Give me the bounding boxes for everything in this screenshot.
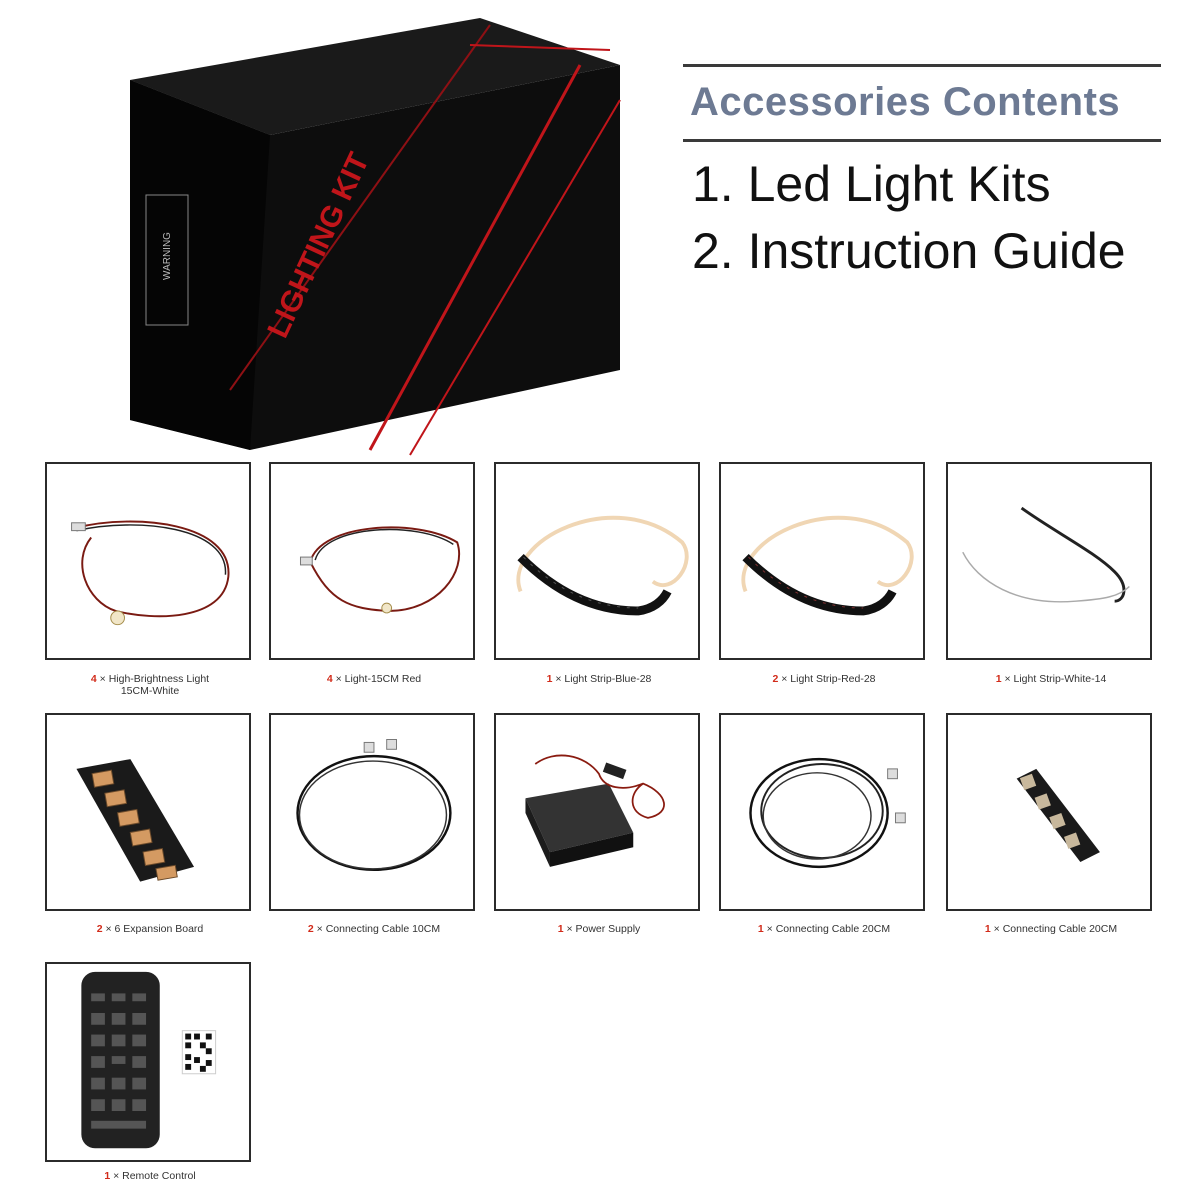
product-label-line2: 15CM-White [120,685,180,697]
cable-loop-icon [749,757,906,869]
product-caption: 1 × Power Supply [484,923,714,935]
product-tile-light-strip-blue [494,462,700,660]
remote-control-icon [81,971,217,1149]
product-caption: 1 × Connecting Cable 20CM [936,923,1166,935]
product-qty: 2 [772,673,779,685]
product-caption: 2 × Connecting Cable 10CM [259,923,489,935]
product-caption: 2 × 6 Expansion Board [35,923,265,935]
thin-strip-icon [962,506,1130,603]
product-tile-connecting-cable-10cm [269,713,475,911]
product-tile-light-red [269,462,475,660]
product-qty: 1 [557,923,564,935]
product-label: × Connecting Cable 20CM [993,923,1118,935]
product-label: × Light Strip-Red-28 [781,673,876,685]
product-label: × Light Strip-White-14 [1004,673,1107,685]
product-label: × 6 Expansion Board [105,923,204,935]
box-warning-text: WARNING [162,232,173,280]
product-qty: 1 [984,923,991,935]
product-caption: 1 × Light Strip-White-14 [936,673,1166,685]
product-label: × Light Strip-Blue-28 [555,673,652,685]
product-qty: 1 [104,1170,111,1182]
product-caption: 1 × Light Strip-Blue-28 [484,673,714,685]
page-title: Accessories Contents [690,80,1121,124]
product-tile-light-strip-red [719,462,925,660]
cable-loop-icon [296,739,452,872]
battery-box-icon [525,754,665,867]
product-qty: 1 [995,673,1002,685]
expansion-board-icon [76,759,195,882]
product-box-illustration: WARNING LIGHTING KIT [130,18,621,456]
light-strip-icon [741,515,914,616]
product-tile-expansion-board [45,713,251,911]
product-qty: 1 [546,673,553,685]
product-caption: 1 × Connecting Cable 20CM [709,923,939,935]
header-top-divider [683,64,1161,67]
product-caption: 4 × High-Brightness Light 15CM-White [35,673,265,697]
product-qty: 2 [307,923,314,935]
product-label: × Power Supply [566,923,641,935]
product-label: × Connecting Cable 10CM [316,923,441,935]
product-qty: 2 [96,923,103,935]
product-tile-power-supply [494,713,700,911]
product-label: × Connecting Cable 20CM [766,923,891,935]
product-label: × Remote Control [113,1170,196,1182]
product-tile-light-strip-white [946,462,1152,660]
product-qty: 1 [757,923,764,935]
product-label: × High-Brightness Light [99,673,210,685]
light-strip-icon [516,515,689,616]
product-tile-remote-control [45,962,251,1162]
product-tile-connecting-cable-20cm [719,713,925,911]
product-label: × Light-15CM Red [335,673,422,685]
product-tile-high-brightness-light [45,462,251,660]
header-bottom-divider [683,139,1161,142]
product-caption: 1 × Remote Control [35,1170,265,1182]
product-qty: 4 [326,673,333,685]
contents-item-1: 1. Led Light Kits [692,156,1051,212]
small-board-icon [1016,768,1100,862]
product-caption: 2 × Light Strip-Red-28 [709,673,939,685]
cable-light-icon [299,526,460,614]
cable-light-icon [71,520,230,626]
product-caption: 4 × Light-15CM Red [259,673,489,685]
contents-item-2: 2. Instruction Guide [692,223,1126,279]
product-tile-small-board [946,713,1152,911]
product-qty: 4 [90,673,97,685]
